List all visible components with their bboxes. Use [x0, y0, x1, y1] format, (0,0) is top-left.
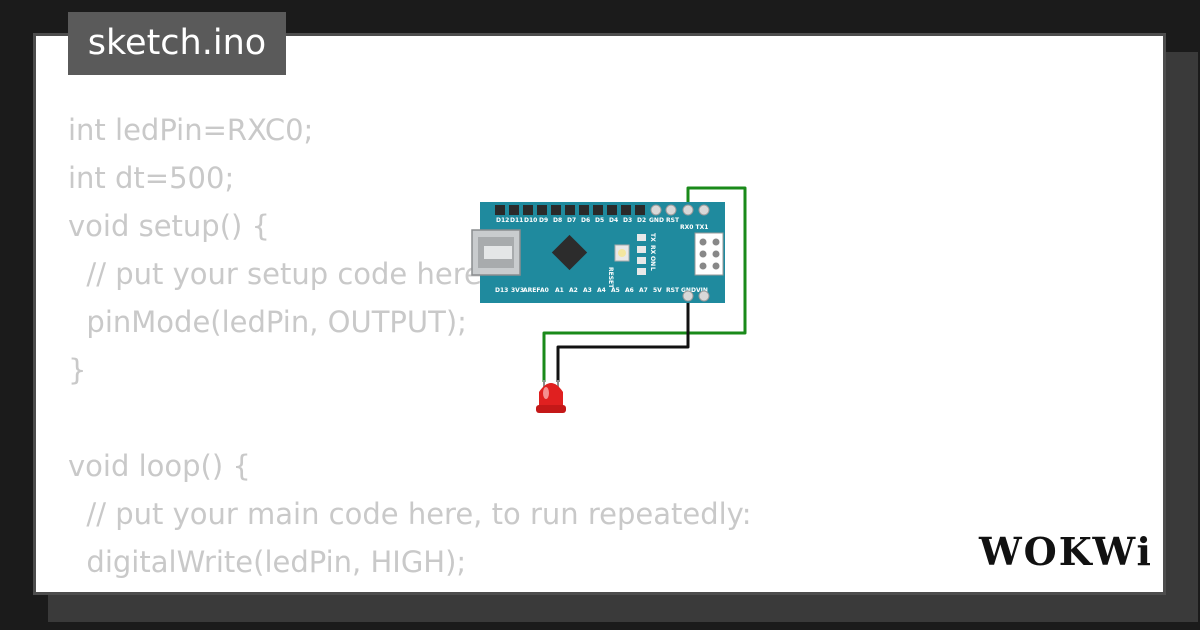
code-line: void setup() {	[68, 209, 270, 243]
pin-label: A5	[611, 287, 620, 294]
ground-wire	[556, 298, 690, 382]
pin-label: AREF	[523, 287, 540, 294]
pin-label: GND	[649, 217, 664, 224]
pin-label: 5V	[653, 287, 662, 294]
pin-label: RST	[666, 287, 680, 294]
pin-label: D9	[539, 217, 548, 224]
top-pin-row	[495, 204, 710, 216]
svg-text:WOKWi: WOKWi	[978, 529, 1150, 574]
led-label-l: L	[649, 267, 656, 271]
pin-label: GND	[681, 287, 696, 294]
pin-label: D6	[581, 217, 590, 224]
pin-label: A1	[555, 287, 564, 294]
code-line: // put your main code here, to run repea…	[68, 497, 752, 531]
circuit-diagram: D12 D11 D10 D9 D8 D7 D6 D5 D4 D3 D2 GND …	[471, 186, 747, 413]
reset-label: RESET	[607, 267, 614, 289]
led-label-tx: TX	[649, 233, 656, 242]
code-line: int ledPin=RXC0;	[68, 113, 314, 147]
pin-label: RX0 TX1	[680, 224, 708, 231]
code-line: digitalWrite(ledPin, HIGH);	[68, 545, 467, 579]
led-label-on: ON	[649, 256, 656, 266]
pin-label: D2	[637, 217, 646, 224]
pin-label: A0	[540, 287, 549, 294]
pin-label: A2	[569, 287, 578, 294]
code-line: // put your setup code here	[68, 257, 482, 291]
pin-label: A3	[583, 287, 592, 294]
wokwi-logo: WOKWi	[978, 529, 1150, 574]
pin-label: RST	[666, 217, 680, 224]
file-tab[interactable]: sketch.ino	[68, 12, 286, 75]
icsp-header	[694, 232, 724, 276]
code-line: void loop() {	[68, 449, 251, 483]
pin-label: D8	[553, 217, 562, 224]
bottom-pin-row	[682, 290, 710, 302]
pin-label: D7	[567, 217, 576, 224]
pin-label: D5	[595, 217, 604, 224]
pin-label: 3V3	[511, 287, 524, 294]
code-line: delay(dt);	[68, 586, 752, 592]
arduino-nano-board[interactable]: D12 D11 D10 D9 D8 D7 D6 D5 D4 D3 D2 GND …	[471, 202, 725, 303]
led-label-rx: RX	[649, 245, 656, 255]
preview-card: int ledPin=RXC0; int dt=500; void setup() …	[33, 33, 1166, 595]
code-line: int dt=500;	[68, 161, 235, 195]
code-line: }	[68, 353, 87, 387]
code-line: pinMode(ledPin, OUTPUT);	[68, 305, 467, 339]
pin-label: VIN	[696, 287, 708, 294]
pin-label: D12	[496, 217, 509, 224]
pin-label: D10	[524, 217, 537, 224]
code-preview: int ledPin=RXC0; int dt=500; void setup() …	[68, 106, 752, 592]
signal-wire	[542, 186, 747, 382]
status-leds	[637, 234, 646, 275]
pin-label: A6	[625, 287, 634, 294]
pin-label: D3	[623, 217, 632, 224]
pin-label: A7	[639, 287, 648, 294]
file-tab-label: sketch.ino	[87, 23, 267, 63]
pin-label: D11	[510, 217, 523, 224]
mcu-chip	[551, 234, 588, 271]
pin-label: A4	[597, 287, 606, 294]
pin-label: D13	[495, 287, 508, 294]
pin-label: D4	[609, 217, 618, 224]
red-led[interactable]	[536, 380, 566, 413]
